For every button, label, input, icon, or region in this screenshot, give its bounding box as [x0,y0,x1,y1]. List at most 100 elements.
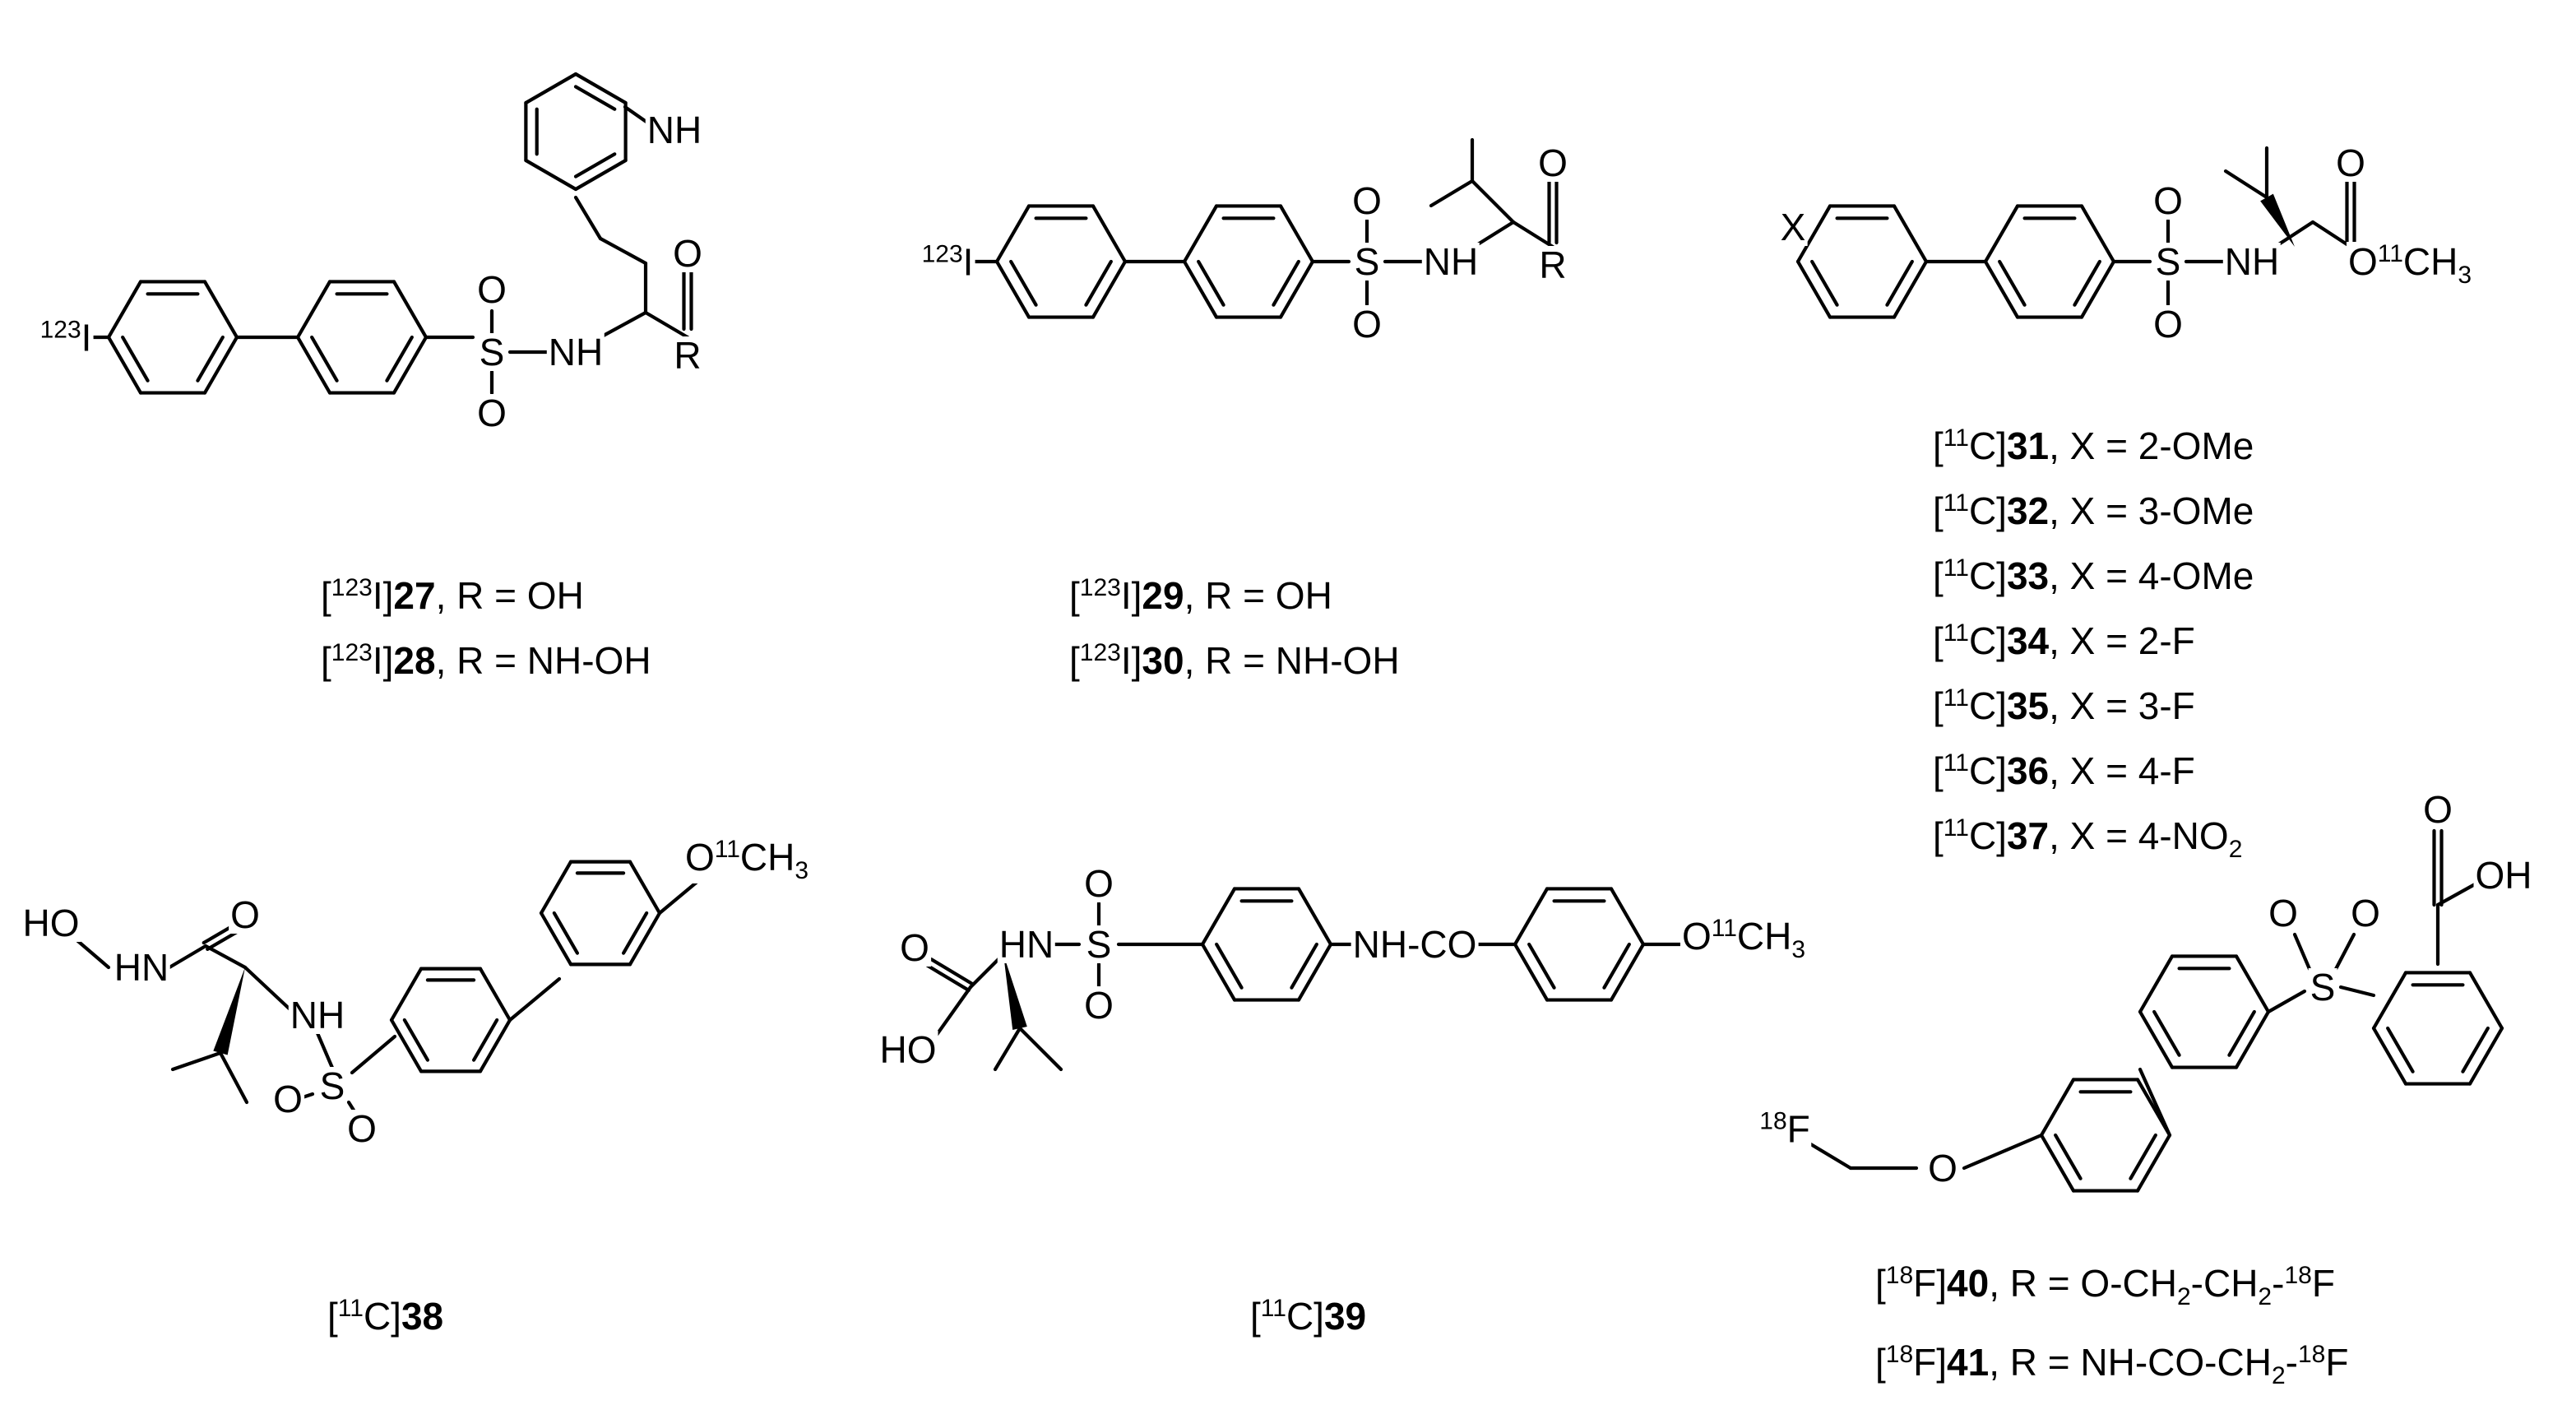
indole-nh-label: NH [645,109,704,151]
bond [925,963,971,992]
bond [1471,220,1516,249]
bond [478,967,512,1022]
bond [994,259,1031,319]
bond [243,965,299,1018]
caption-line: [123I]29, R = OH [1069,574,1332,617]
bond [1807,1141,1853,1171]
bond [295,280,332,340]
acid-o-label-40: O [2421,788,2454,831]
bond [1602,942,1631,990]
caption-line: [11C]36, X = 4-F [1933,749,2195,792]
bond [2371,1026,2408,1086]
bond [310,335,339,383]
methoxy-label-39: O11CH3 [1679,915,1808,963]
caption-40-41: [18F]40, R = O-CH2-CH2-18F[18F]41, R = N… [1875,1247,2348,1405]
sulfur-label-40: S [2308,966,2337,1009]
sulfur-label-27: S [477,331,507,373]
sulfonyl-o-right-38: O [345,1107,378,1150]
bond [524,158,578,192]
bond [2138,1009,2175,1069]
bond [1513,887,1550,947]
bond [573,85,617,111]
sulfonyl-o-top-39: O [1082,862,1115,905]
bond [350,1034,397,1075]
caption-27-28: [123I]27, R = OH[123I]28, R = NH-OH [321,559,651,689]
sulfur-label-29: S [1352,240,1382,283]
bond [1296,887,1333,947]
bond [2333,932,2356,971]
bond [106,280,143,340]
nh-label-27: NH [546,331,605,373]
bond [1200,942,1237,1002]
carbonyl-o-label-31: O [2334,141,2367,184]
caption-31-37: [11C]31, X = 2-OMe[11C]32, X = 3-OMe[11C… [1933,410,2254,879]
bond [539,911,573,967]
sulfonyl-o-right-40: O [2349,892,2382,934]
bond [2073,259,2101,307]
bond [2079,204,2116,264]
ether-o-label-40: O [1926,1147,1959,1189]
bond [2152,1009,2181,1057]
bond [402,1018,430,1062]
hydroxyl-label-38: HO [21,902,81,944]
acid-oh-label-40: OH [2473,854,2534,897]
methyl-ester-label-31: O11CH3 [2346,240,2474,289]
sulfur-label-31: S [2153,240,2183,283]
bond [1810,259,1839,307]
bond [203,944,248,970]
bond [2467,971,2504,1031]
bond [1983,204,2020,264]
bond [598,310,648,340]
bond [2223,169,2269,200]
bond [573,195,603,241]
caption-line: [11C]35, X = 3-F [1933,684,2195,727]
bond [1470,179,1516,225]
bond [598,236,648,266]
bond [2266,989,2307,1014]
bond [643,310,690,340]
bond [573,72,628,105]
bond [932,985,973,1041]
sulfonyl-o-bottom-27: O [475,392,508,434]
bond [121,335,150,383]
caption-39: [11C]39 [1250,1280,1366,1345]
bond [315,1031,335,1070]
caption-line: [11C]34, X = 2-F [1933,619,2195,662]
bond [628,911,662,967]
bond [2386,1026,2415,1073]
carbonyl-o-label-27: O [671,232,704,275]
bond [1527,942,1556,990]
caption-line: [123I]30, R = NH-OH [1069,639,1400,682]
bond [218,1050,249,1105]
bond [1998,259,2027,307]
caption-line: [18F]40, R = O-CH2-CH2-18F [1875,1262,2335,1310]
sulfonyl-o-bottom-29: O [1351,303,1383,345]
r-label-27: R [672,334,703,377]
bond [1296,942,1333,1002]
bond [628,860,662,916]
bond [1962,1133,2044,1171]
bond [391,280,429,340]
iodine-label-29: 123I [920,240,975,284]
fluoro-label-40: 18F [1758,1107,1812,1151]
bond [1511,220,1555,249]
bond [2273,220,2315,249]
bond [2138,1067,2172,1138]
bond [1513,942,1550,1002]
bond [2292,932,2312,971]
bond [2234,954,2271,1014]
bond [2039,1078,2076,1138]
wedge-bond [2260,193,2295,247]
caption-line: [123I]28, R = NH-OH [321,639,651,682]
bond [2135,1133,2172,1193]
nh-label-39: HN [997,923,1056,966]
bond [167,944,208,970]
bond [1795,259,1832,319]
wedge-bond [213,967,245,1055]
bond [2227,1009,2256,1057]
bond [1084,259,1113,307]
bond [1795,204,1832,264]
bond [524,72,578,105]
bond [1609,942,1646,1002]
